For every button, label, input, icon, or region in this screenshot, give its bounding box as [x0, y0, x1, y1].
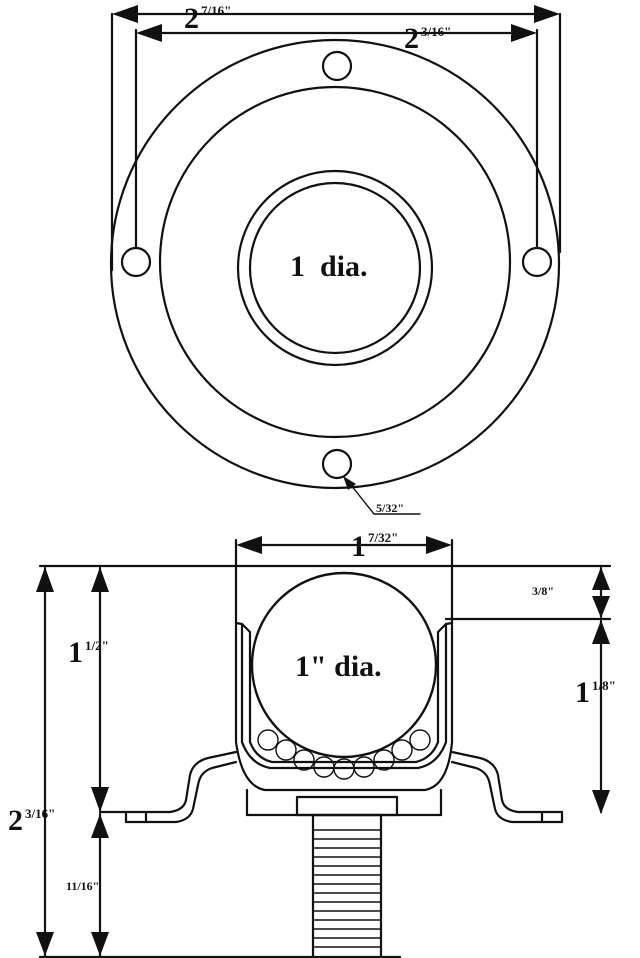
outer-width-label-fraction: 7/16" [201, 3, 231, 18]
stud-length-label: 11/16" [66, 879, 99, 893]
ball-to-flange-label-whole: 1 [575, 676, 590, 709]
total-height-dimension: 2 3/16" [8, 566, 55, 958]
top-to-flange-dimension: 1 1/2" [68, 566, 128, 814]
outer-width-label-whole: 2 [184, 2, 199, 35]
mounting-flange [124, 750, 564, 824]
bore-inner-circle [248, 181, 422, 355]
mounting-hole-bottom [321, 448, 353, 480]
total-height-label-fraction: 3/16" [25, 806, 55, 821]
top-to-flange-label-fraction: 1/2" [85, 638, 109, 653]
top-view: 2 7/16" 2 3/16" 1 dia. 5/32" [109, 2, 562, 515]
outer-width-dimension: 2 7/16" [110, 2, 562, 272]
side-view: 1" dia. 1 7/32" 3/8" 1 1/8" [8, 530, 616, 958]
stud-length-dimension: 11/16" [66, 812, 109, 958]
total-height-label-whole: 2 [8, 804, 23, 837]
bolt-spacing-dimension: 2 3/16" [134, 22, 539, 250]
center-diameter-label: 1 dia. [290, 250, 368, 283]
top-to-flange-label-whole: 1 [68, 636, 83, 669]
ball-to-flange-label-fraction: 1/8" [592, 678, 616, 693]
housing-width-label-whole: 1 [351, 530, 366, 563]
ball-protrusion-label: 3/8" [532, 584, 554, 598]
bore-outer-circle [236, 169, 434, 367]
mounting-hole-left [120, 246, 152, 278]
bottom-block [295, 795, 399, 817]
hole-size-label: 5/32" [376, 501, 404, 515]
bolt-spacing-label-fraction: 3/16" [421, 24, 451, 39]
main-ball [250, 571, 438, 759]
mounting-hole-top [321, 50, 353, 82]
threaded-stud [311, 813, 383, 958]
ball-to-flange-dimension: 1 1/8" [575, 619, 616, 814]
bearing-balls [257, 729, 431, 780]
hole-size-callout: 5/32" [343, 476, 421, 515]
bolt-spacing-label-whole: 2 [404, 22, 419, 55]
ball-diameter-label: 1" dia. [295, 650, 382, 683]
ball-protrusion-dimension: 3/8" [532, 566, 610, 619]
mounting-hole-right [521, 246, 553, 278]
inner-body-circle [158, 85, 512, 439]
housing-width-dimension: 1 7/32" [234, 530, 454, 625]
housing-width-label-fraction: 7/32" [368, 530, 398, 545]
